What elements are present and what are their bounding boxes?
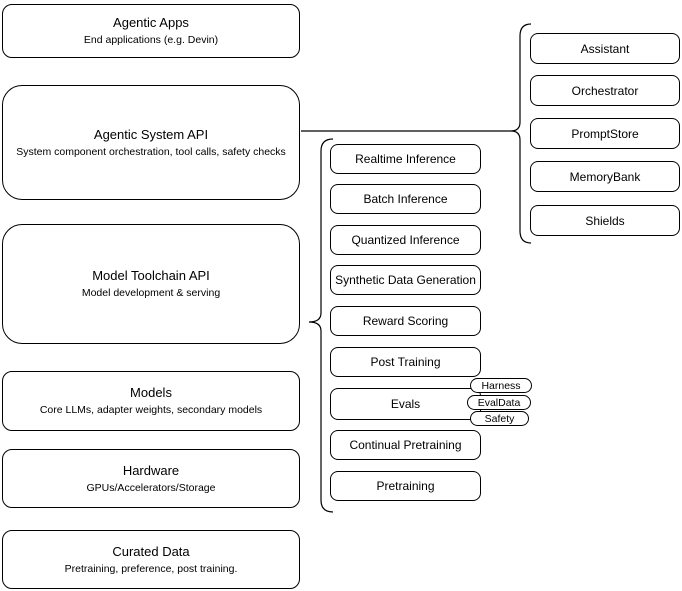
node-assistant: Assistant <box>530 33 680 64</box>
node-agentic-apps: Agentic Apps End applications (e.g. Devi… <box>2 4 300 58</box>
node-memorybank: MemoryBank <box>530 161 680 192</box>
node-title: Agentic Apps <box>113 15 189 30</box>
node-subtitle: End applications (e.g. Devin) <box>83 34 219 46</box>
node-agentic-system-api: Agentic System API System component orch… <box>2 85 300 200</box>
node-title: Model Toolchain API <box>92 268 210 283</box>
node-subtitle: Pretraining, preference, post training. <box>64 562 238 575</box>
node-subtitle: Core LLMs, adapter weights, secondary mo… <box>39 404 263 416</box>
node-pretraining: Pretraining <box>330 471 481 501</box>
node-shields: Shields <box>530 205 680 236</box>
node-promptstore: PromptStore <box>530 118 680 149</box>
node-title: Curated Data <box>112 543 190 559</box>
node-hardware: Hardware GPUs/Accelerators/Storage <box>2 449 300 508</box>
agentic-group-brace <box>510 23 532 244</box>
node-quantized-inference: Quantized Inference <box>330 225 481 255</box>
tag-harness: Harness <box>470 378 532 393</box>
node-curated-data: Curated Data Pretraining, preference, po… <box>2 530 300 589</box>
node-title: Agentic System API <box>93 126 209 142</box>
node-subtitle: GPUs/Accelerators/Storage <box>86 481 216 494</box>
node-subtitle: System component orchestration, tool cal… <box>16 145 286 158</box>
tag-evaldata: EvalData <box>467 395 531 410</box>
node-orchestrator: Orchestrator <box>530 75 680 106</box>
node-title: Models <box>130 385 172 400</box>
node-realtime-inference: Realtime Inference <box>330 144 481 174</box>
node-continual-pretraining: Continual Pretraining <box>330 430 481 460</box>
node-model-toolchain-api: Model Toolchain API Model development & … <box>2 224 300 344</box>
node-subtitle: Model development & serving <box>81 287 221 299</box>
tag-safety: Safety <box>470 411 529 426</box>
node-batch-inference: Batch Inference <box>330 184 481 214</box>
node-title: Hardware <box>122 462 180 478</box>
node-synthetic-data-generation: Synthetic Data Generation <box>330 265 481 295</box>
node-reward-scoring: Reward Scoring <box>330 306 481 336</box>
node-models: Models Core LLMs, adapter weights, secon… <box>2 371 300 431</box>
node-post-training: Post Training <box>330 347 481 377</box>
node-evals: Evals <box>330 388 481 420</box>
